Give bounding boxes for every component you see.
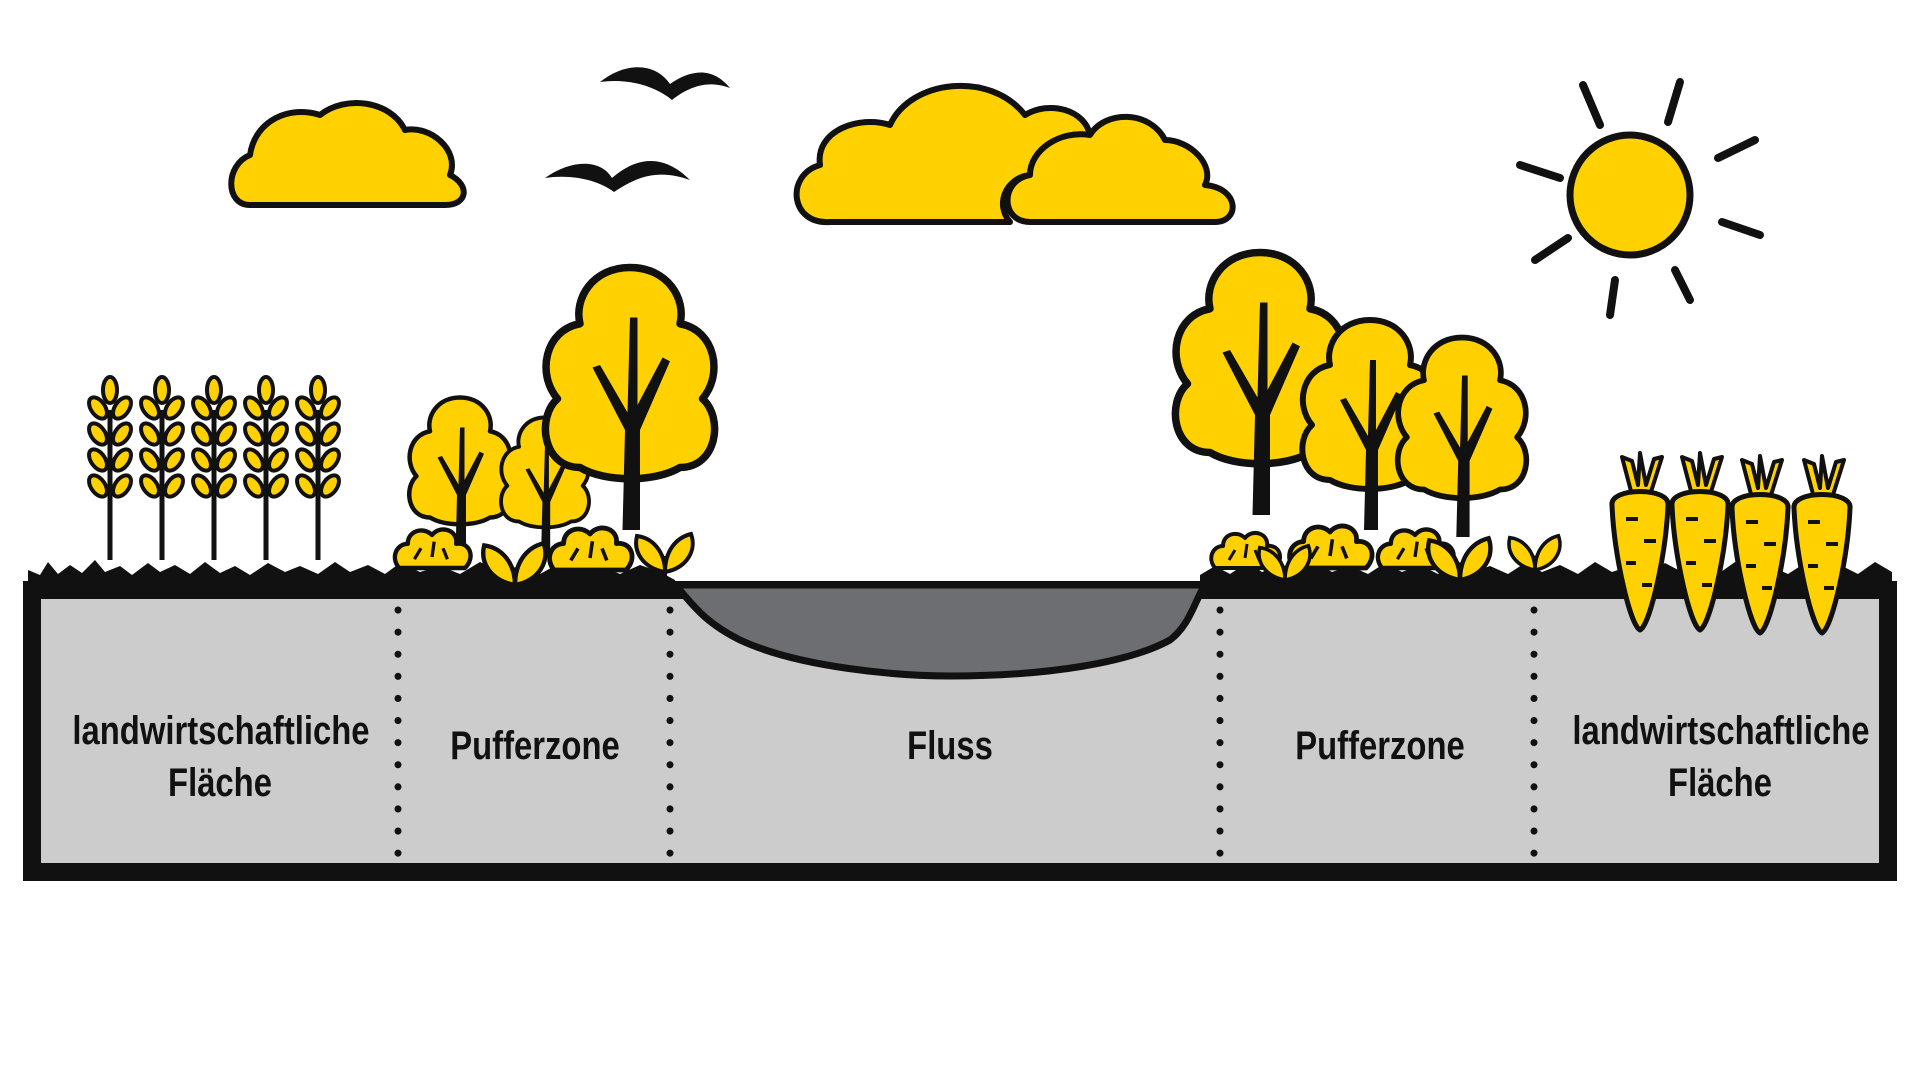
zone-label-buffer-left: Pufferzone bbox=[428, 720, 641, 772]
cloud-icon bbox=[793, 82, 1236, 226]
wheat-icon bbox=[85, 377, 134, 560]
leaf-plant-icon bbox=[1507, 533, 1562, 576]
bird-icon bbox=[600, 67, 730, 100]
zone-label-line: landwirtschaftliche bbox=[1572, 709, 1870, 753]
bird-icon bbox=[545, 160, 690, 192]
river-icon bbox=[671, 581, 1209, 680]
zone-label-line: Pufferzone bbox=[450, 724, 620, 768]
zone-label-river: Fluss bbox=[729, 720, 1172, 772]
wheat-icon bbox=[137, 377, 186, 560]
wheat-icon bbox=[189, 377, 238, 560]
zone-label-farmland-right: landwirtschaftliche Fläche bbox=[1572, 705, 1870, 809]
sun-icon bbox=[1516, 78, 1764, 319]
zone-label-line: Fluss bbox=[907, 724, 993, 768]
zone-label-buffer-right: Pufferzone bbox=[1257, 720, 1503, 772]
zone-label-farmland-left: landwirtschaftliche Fläche bbox=[72, 705, 370, 809]
wheat-icon bbox=[241, 377, 290, 560]
zone-label-line: landwirtschaftliche bbox=[72, 709, 370, 753]
zone-label-line: Fläche bbox=[1668, 761, 1772, 805]
zone-label-line: Pufferzone bbox=[1295, 724, 1465, 768]
cloud-icon bbox=[228, 100, 467, 208]
wheat-icon bbox=[293, 377, 342, 560]
bush-icon bbox=[550, 528, 633, 570]
zone-label-line: Fläche bbox=[168, 761, 272, 805]
